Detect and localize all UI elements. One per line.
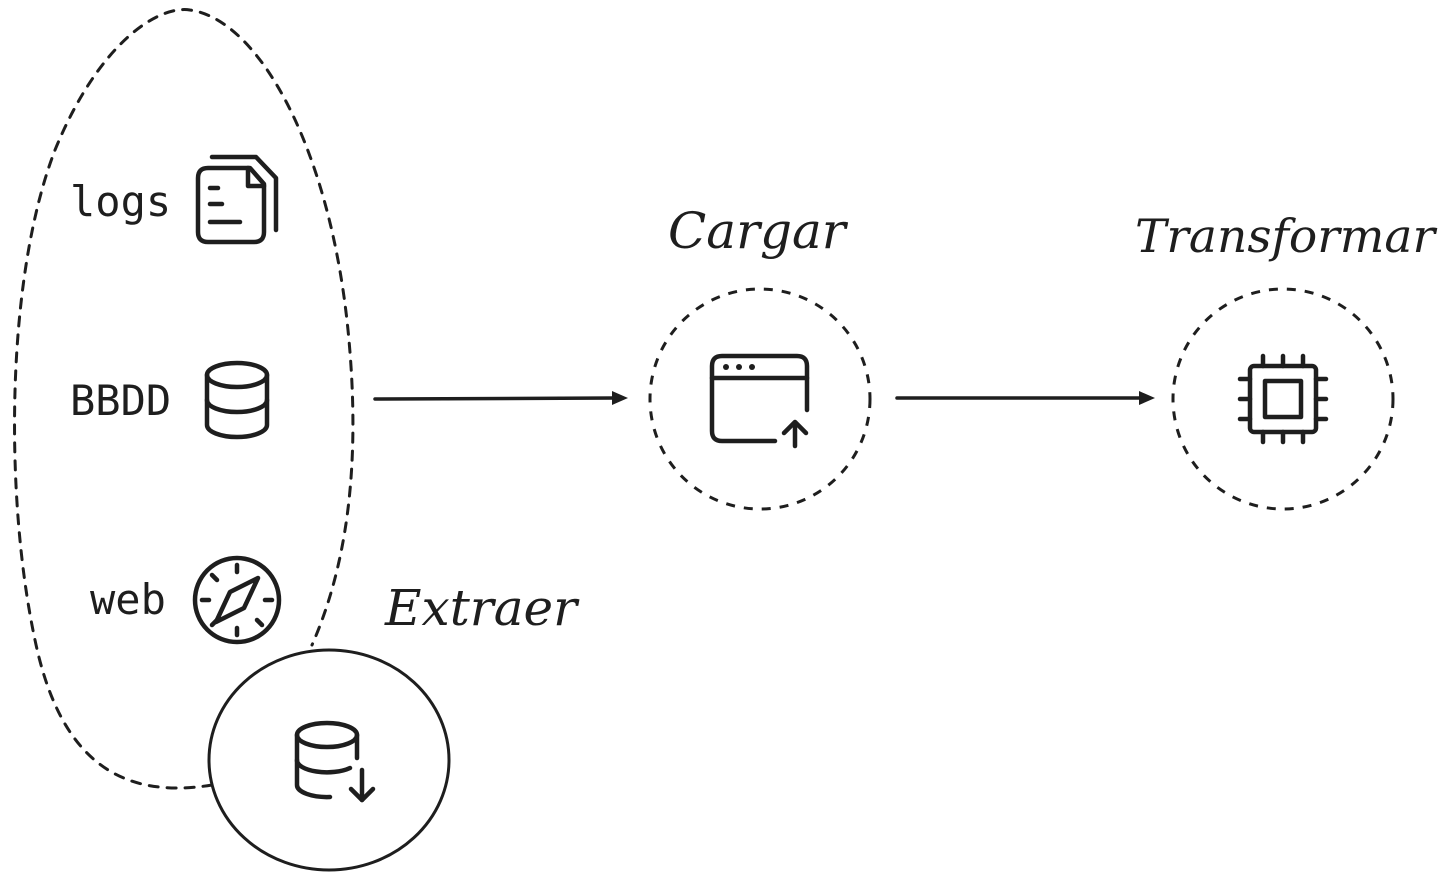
window-dot-3 [749,364,755,370]
arrow-extract-to-load [373,391,628,405]
documents-icon [195,154,279,245]
web-label: web [90,575,166,624]
window-dot-1 [723,364,729,370]
extract-node [207,648,451,872]
sources-group-outline [13,8,355,790]
load-node [648,287,872,511]
arrow-load-to-transform [895,391,1155,405]
bbdd-label: BBDD [70,376,171,425]
logs-label: logs [70,177,171,226]
database-download-icon [294,720,376,803]
window-dot-2 [736,364,742,370]
cpu-chip-icon [1237,353,1329,445]
transform-label: Transformar [1135,209,1438,263]
extract-label: Extraer [384,579,580,637]
database-icon [204,360,270,440]
window-upload-icon [709,353,810,449]
load-label: Cargar [668,202,849,260]
transform-node [1171,287,1395,511]
compass-icon [192,555,282,645]
